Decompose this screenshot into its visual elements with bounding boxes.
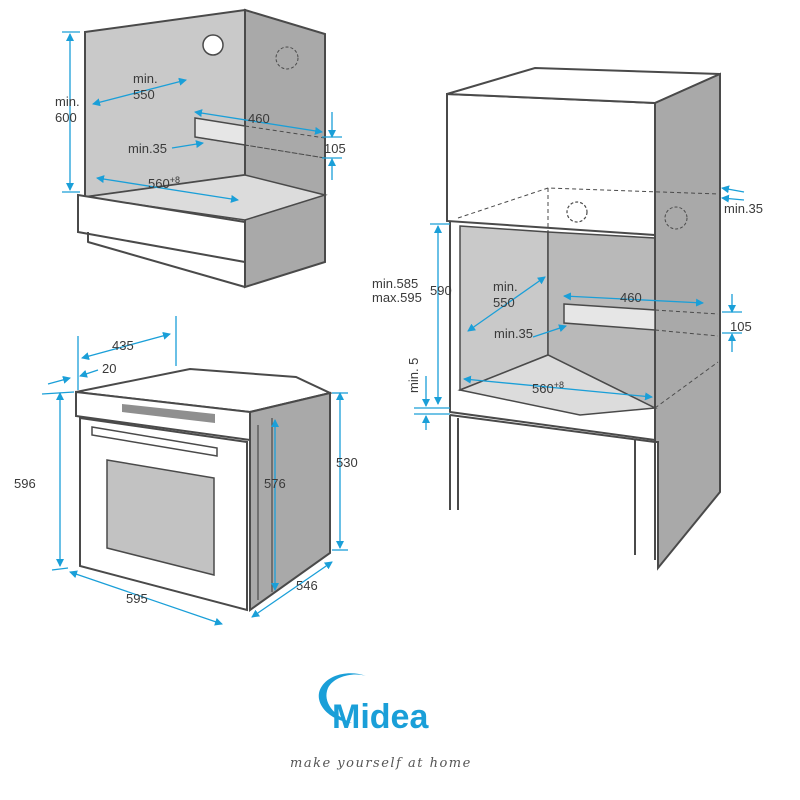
tall-depth-label-1: min. (493, 279, 518, 294)
brand-logo: Midea (332, 698, 429, 736)
oven-depth-top-label: 435 (112, 338, 134, 353)
tall-opening-range-1: min.585 (372, 276, 418, 291)
tall-opening-range-2: max.595 (372, 290, 422, 305)
brand-tagline: make yourself at home (290, 756, 472, 771)
tall-vent-hole-side (664, 206, 688, 230)
oven (75, 367, 334, 612)
tall-base-gap-label: min. 5 (406, 358, 421, 393)
oven-body-depth-label: 546 (296, 578, 318, 593)
under-counter-dimensions: min. 600 min. 550 560+8 460 105 min.35 (55, 31, 346, 203)
uc-vent-height-label: 105 (324, 141, 346, 156)
under-counter-cabinet (77, 8, 328, 289)
tall-vent-height-label: 105 (730, 319, 752, 334)
tall-vent-width-label: 460 (620, 290, 642, 305)
oven-display (122, 404, 215, 423)
cabinet-side-panel (244, 8, 326, 289)
uc-height-label-1: min. (55, 94, 80, 109)
vent-hole-rear (275, 46, 299, 70)
tall-vent-hole (566, 201, 588, 223)
tall-depth-label-2: 550 (493, 295, 515, 310)
tall-lower-carcass (449, 414, 656, 560)
oven-dimensions: 435 20 596 576 530 595 546 (14, 316, 358, 626)
tall-top-section-front (446, 92, 656, 237)
uc-vent-depth-label: min.35 (128, 141, 167, 156)
tall-width-label: 560+8 (532, 380, 564, 396)
oven-side (249, 391, 331, 612)
tall-opening-height: 590 (430, 283, 452, 298)
oven-panel-depth-label: 20 (102, 361, 116, 376)
tall-clearance-label: min.35 (724, 201, 763, 216)
oven-body-height-label: 576 (264, 476, 286, 491)
oven-width-label: 595 (126, 591, 148, 606)
oven-handle (91, 426, 218, 457)
uc-height-label-2: 600 (55, 110, 77, 125)
brand-swoosh-icon (318, 673, 366, 723)
uc-depth-label-2: 550 (133, 87, 155, 102)
uc-depth-label-1: min. (133, 71, 158, 86)
tall-vent-depth-label: min.35 (494, 326, 533, 341)
tall-side-panel (654, 72, 721, 571)
tall-cabinet (446, 66, 721, 571)
oven-side-height-label: 530 (336, 455, 358, 470)
oven-total-height-label: 596 (14, 476, 36, 491)
uc-width-label: 560+8 (148, 175, 180, 191)
tall-dimensions: min.35 min.585 max.595 590 min. 5 min. 5… (372, 185, 763, 430)
vent-hole (202, 34, 224, 56)
brand-block: Midea make yourself at home (290, 673, 472, 771)
uc-vent-width-label: 460 (248, 111, 270, 126)
